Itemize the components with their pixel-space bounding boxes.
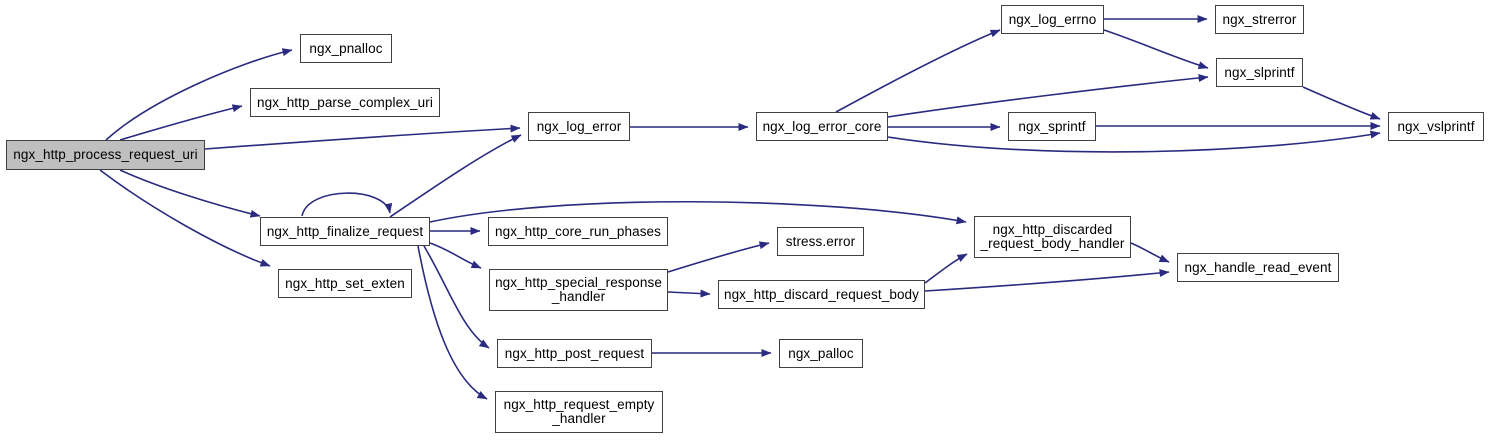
node-ngx-http-discarded-request-body-handler[interactable]: ngx_http_discarded _request_body_handler: [974, 216, 1131, 258]
node-label: ngx_http_set_exten: [285, 275, 405, 291]
node-ngx-http-finalize-request[interactable]: ngx_http_finalize_request: [260, 217, 430, 246]
edge-special-response-to-discard-body: [667, 289, 711, 298]
edge-finalize-to-request-empty: [417, 245, 488, 400]
node-ngx-http-parse-complex-uri[interactable]: ngx_http_parse_complex_uri: [250, 88, 440, 117]
node-ngx-http-core-run-phases[interactable]: ngx_http_core_run_phases: [488, 217, 668, 246]
edge-special-response-to-stress-error: [667, 241, 770, 273]
edge-finalize-to-special-response: [429, 242, 482, 269]
edge-slprintf-to-vslprintf: [1302, 86, 1381, 120]
node-ngx-sprintf[interactable]: ngx_sprintf: [1008, 112, 1096, 141]
node-stress-error[interactable]: stress.error: [777, 227, 864, 256]
edge-log-error-core-to-slprintf: [887, 73, 1209, 118]
node-label: ngx_log_error: [536, 118, 622, 134]
node-label: ngx_http_core_run_phases: [494, 223, 662, 239]
edge-root-to-set-exten: [99, 169, 271, 267]
node-label: ngx_slprintf: [1224, 64, 1295, 80]
node-ngx-log-error-core[interactable]: ngx_log_error_core: [756, 112, 888, 141]
edge-log-error-core-to-log-errno: [835, 29, 1001, 113]
node-ngx-http-special-response-handler[interactable]: ngx_http_special_response _handler: [489, 269, 668, 311]
node-label: ngx_http_discarded _request_body_handler: [980, 222, 1125, 251]
edge-log-error-core-to-vslprintf: [887, 130, 1381, 153]
edge-finalize-to-log-error: [389, 134, 522, 218]
node-ngx-http-process-request-uri[interactable]: ngx_http_process_request_uri: [6, 140, 205, 170]
node-ngx-pnalloc[interactable]: ngx_pnalloc: [300, 34, 392, 63]
node-ngx-log-errno[interactable]: ngx_log_errno: [1001, 5, 1104, 34]
node-label: ngx_log_error_core: [762, 118, 882, 134]
node-label: ngx_vslprintf: [1397, 118, 1475, 134]
edge-root-to-finalize: [119, 169, 261, 218]
node-ngx-handle-read-event[interactable]: ngx_handle_read_event: [1177, 253, 1339, 282]
node-ngx-http-post-request[interactable]: ngx_http_post_request: [497, 339, 652, 368]
node-label: ngx_http_special_response _handler: [495, 275, 662, 304]
node-label: ngx_http_process_request_uri: [13, 147, 198, 162]
edge-root-to-parse-complex-uri: [119, 104, 243, 141]
edge-discarded-handler-to-handle-read: [1130, 242, 1170, 263]
node-label: ngx_http_parse_complex_uri: [257, 94, 433, 110]
node-label: ngx_http_discard_request_body: [723, 286, 920, 302]
node-label: ngx_log_errno: [1008, 11, 1097, 27]
node-label: stress.error: [785, 233, 856, 249]
node-ngx-log-error[interactable]: ngx_log_error: [528, 112, 630, 141]
edge-finalize-self-loop: [301, 192, 393, 217]
node-ngx-http-request-empty-handler[interactable]: ngx_http_request_empty _handler: [495, 391, 663, 433]
node-ngx-http-set-exten[interactable]: ngx_http_set_exten: [278, 269, 412, 298]
node-label: ngx_pnalloc: [309, 40, 383, 56]
edge-discard-body-to-handle-read: [924, 268, 1170, 292]
node-label: ngx_palloc: [788, 345, 854, 361]
edge-discard-body-to-discarded-handler: [924, 253, 968, 284]
edge-log-errno-to-slprintf: [1103, 29, 1209, 70]
node-label: ngx_sprintf: [1018, 118, 1086, 134]
node-ngx-slprintf[interactable]: ngx_slprintf: [1216, 58, 1303, 87]
node-ngx-http-discard-request-body[interactable]: ngx_http_discard_request_body: [718, 280, 925, 309]
node-ngx-palloc[interactable]: ngx_palloc: [779, 339, 863, 368]
node-label: ngx_strerror: [1222, 11, 1297, 27]
node-label: ngx_http_finalize_request: [266, 223, 424, 239]
node-ngx-strerror[interactable]: ngx_strerror: [1215, 5, 1304, 34]
node-label: ngx_handle_read_event: [1184, 259, 1332, 275]
edge-finalize-to-post-request: [423, 245, 490, 349]
edge-root-to-log-error: [204, 124, 521, 150]
node-ngx-vslprintf[interactable]: ngx_vslprintf: [1388, 112, 1484, 141]
node-label: ngx_http_post_request: [504, 345, 645, 361]
node-label: ngx_http_request_empty _handler: [503, 397, 655, 426]
